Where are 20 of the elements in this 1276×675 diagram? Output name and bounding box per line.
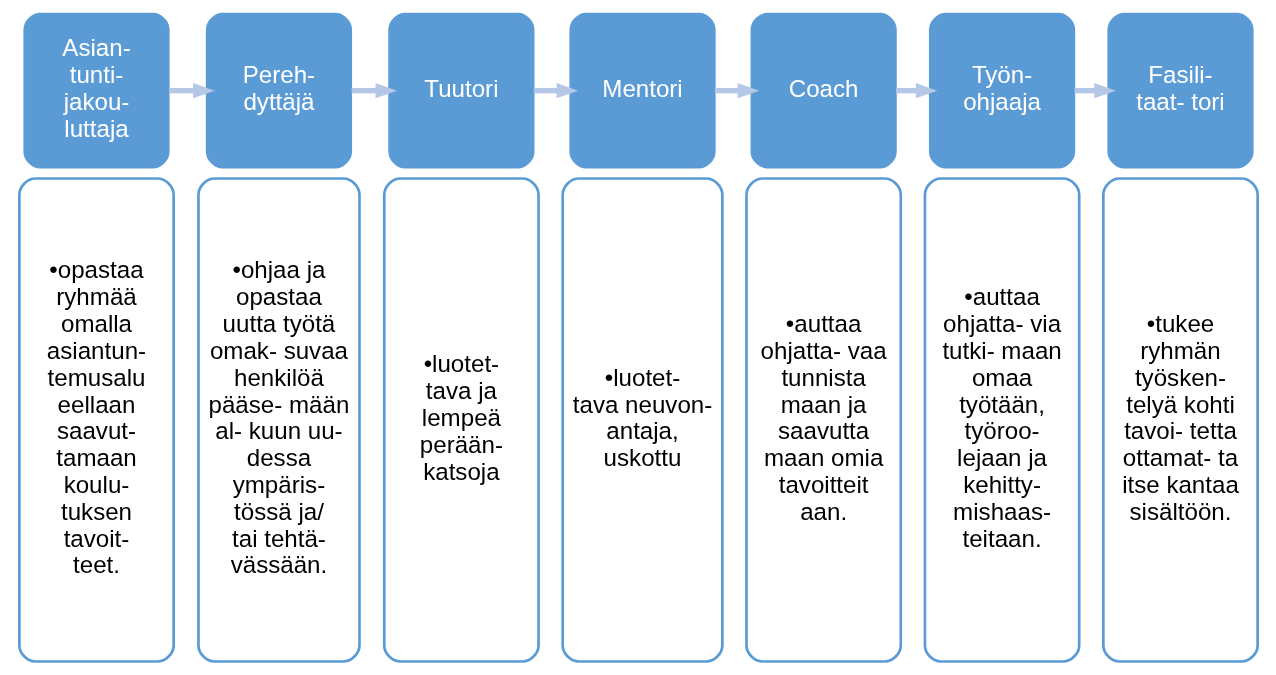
arrow [714, 83, 759, 99]
arrow [351, 83, 397, 99]
arrow [895, 83, 937, 99]
node-box: •tukee ryhmän työsken- telyä kohti tavoi- tetta ottamat- ta itse kantaa sisältöön. [1101, 177, 1259, 663]
arrow [1074, 83, 1116, 99]
node-box: Työn- ohjaaja [928, 12, 1075, 169]
node-box: •luotet- tava ja lempeä perään- katsoja [382, 177, 540, 663]
node-box: Coach [750, 12, 897, 169]
node-box: Fasili- taat- tori [1106, 12, 1254, 169]
node-box: Pereh- dyttäjä [205, 12, 352, 169]
node-box: Mentori [568, 12, 716, 169]
node-box: •auttaa ohjatta- vaa tunnista maan ja saavutta maan omia tavoitteit aan. [744, 177, 902, 663]
arrow [533, 83, 578, 99]
node-box: •opastaa ryhmää omalla asiantun- temusalu eellaan saavut- tamaan koulu- tuksen tavoit- teet. [17, 177, 175, 663]
node-box: •ohjaa ja opastaa uutta työtä omak- suvaa henkilöä pääse- mään al- kuun uu- dessa ympäris- tössä ja/ tai tehtä- vässään. [196, 177, 361, 663]
node-box: •luotet- tava neuvon- antaja, uskottu [560, 177, 724, 663]
arrow [168, 83, 215, 99]
node-box: •auttaa ohjatta- via tutki- maan omaa työtään, työroo- lejaan ja kehitty- mishaas- teitaan. [923, 177, 1081, 663]
node-box: Tuutori [387, 12, 535, 169]
node-box: Asian- tunti- jakou- luttaja [22, 12, 170, 169]
